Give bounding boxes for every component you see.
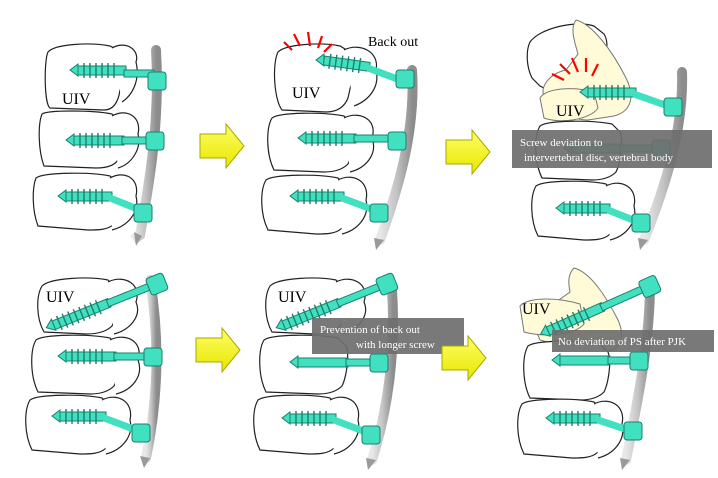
rod-tip xyxy=(366,458,376,470)
uiv-label: UIV xyxy=(556,103,585,120)
uiv-label: UIV xyxy=(278,289,307,306)
uiv-label: UIV xyxy=(62,91,91,108)
vertebra-lower xyxy=(32,172,138,231)
right-arrow-icon xyxy=(195,326,241,374)
rod-tip xyxy=(134,232,142,246)
vertebra-upper xyxy=(273,43,378,113)
pedicle-screw xyxy=(555,201,651,233)
callout-line-2: intervertebral disc, vertebral body xyxy=(524,152,674,164)
rod-tip xyxy=(140,456,150,468)
panel-bottom-right: UIV No deviation of PS after PJK xyxy=(517,267,714,470)
vertebra-upper xyxy=(44,43,138,111)
rod-tip xyxy=(620,458,630,470)
panel-bottom-left: UIV xyxy=(25,272,169,468)
pedicle-screw xyxy=(69,63,167,91)
uiv-label: UIV xyxy=(522,301,551,318)
right-arrow-icon xyxy=(199,122,245,170)
pedicle-screw xyxy=(551,351,649,371)
callout-screw-deviation: Screw deviation to intervertebral disc, … xyxy=(512,130,712,168)
pedicle-screw-backed-out xyxy=(315,53,415,89)
callout-line-2: with longer screw xyxy=(356,339,435,351)
pedicle-screw xyxy=(57,189,153,223)
pedicle-screw-long-angled xyxy=(275,272,399,332)
pedicle-screw-deviated xyxy=(579,85,683,117)
vertebra-middle xyxy=(31,334,141,395)
back-out-label: Back out xyxy=(368,35,418,50)
impact-burst-icon xyxy=(551,57,599,81)
pedicle-screw xyxy=(57,347,163,367)
pedicle-screw xyxy=(545,411,643,441)
rod-tip xyxy=(638,238,648,250)
pedicle-screw xyxy=(289,353,389,373)
callout-prevention: Prevention of back out with longer screw xyxy=(312,318,464,354)
right-arrow-icon xyxy=(445,128,491,176)
pedicle-screw xyxy=(281,411,381,445)
uiv-label: UIV xyxy=(46,289,75,306)
callout-line-1: No deviation of PS after PJK xyxy=(558,336,686,348)
rod-tip xyxy=(374,238,384,250)
pedicle-screw-long-angled xyxy=(539,275,662,337)
pedicle-screw xyxy=(65,131,165,151)
right-arrow-icon xyxy=(441,334,487,382)
panel-top-right: UIV Screw deviation to intervertebral di… xyxy=(512,19,712,250)
panel-top-left: UIV xyxy=(32,43,167,246)
panel-bottom-middle: UIV Prevention of back out with longer s… xyxy=(253,272,464,470)
vertebra-lower xyxy=(517,398,624,459)
callout-no-deviation: No deviation of PS after PJK xyxy=(552,330,714,352)
callout-line-1: Screw deviation to xyxy=(520,137,603,149)
pedicle-screw-long-angled xyxy=(45,272,169,332)
panel-top-middle: Back out UIV xyxy=(261,31,418,250)
pedicle-screw xyxy=(297,131,407,151)
vertebra-lower xyxy=(261,174,368,235)
callout-line-1: Prevention of back out xyxy=(320,324,420,336)
uiv-label: UIV xyxy=(292,85,321,102)
pedicle-screw xyxy=(289,189,389,223)
pedicle-screw xyxy=(51,409,151,443)
impact-burst-icon xyxy=(283,31,333,53)
